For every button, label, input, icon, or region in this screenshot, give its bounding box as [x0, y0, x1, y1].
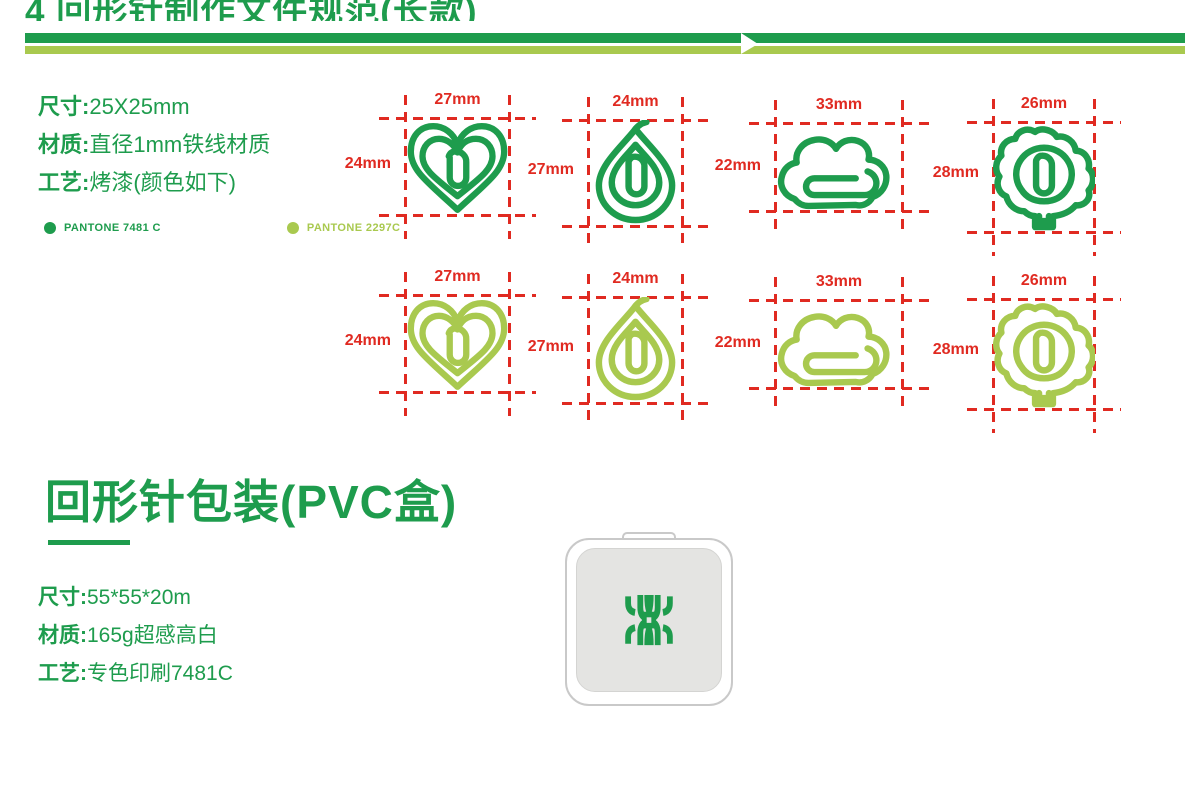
package-size-value: 55*55*20m — [87, 586, 191, 609]
dim-line — [379, 214, 536, 217]
pantone-7481c-swatch — [44, 222, 56, 234]
pantone-2297c-name: PANTONE 2297C — [306, 222, 401, 234]
header-divider-light — [25, 46, 1185, 54]
cloud-clip-cell-light: 33mm 22mm — [715, 273, 929, 412]
package-title-underline — [48, 540, 130, 545]
heart-height-label: 24mm — [344, 155, 391, 173]
pvc-box-illustration — [565, 532, 733, 706]
clip-spec-block: 尺寸:25X25mm 材质:直径1mm铁线材质 工艺:烤漆(颜色如下) — [38, 88, 270, 202]
dim-line — [562, 402, 709, 405]
heart-width-label: 27mm — [434, 268, 481, 285]
dim-line — [379, 391, 536, 394]
pantone-legend: PANTONE 7481 C PANTONE 2297C — [44, 222, 400, 234]
cloud-clip-cell-dark: 33mm 22mm — [715, 96, 929, 235]
dim-line — [992, 99, 995, 256]
clip-process-value: 烤漆(颜色如下) — [89, 170, 236, 195]
tree-clip-cell-dark: 26mm 28mm — [933, 95, 1121, 256]
pantone-7481c-name: PANTONE 7481 C — [64, 222, 161, 234]
cloud-width-label: 33mm — [815, 96, 863, 113]
forward-arrow-icon — [741, 33, 758, 54]
clip-process-line: 工艺:烤漆(颜色如下) — [38, 164, 270, 202]
clip-material-label: 材质: — [38, 132, 90, 157]
drop-height-label: 27mm — [527, 160, 574, 178]
clip-material-value: 直径1mm铁线材质 — [89, 132, 271, 157]
package-process-line: 工艺:专色印刷7481C — [38, 655, 233, 693]
heart-paperclip-icon — [405, 295, 510, 393]
dim-line — [967, 121, 1121, 124]
dim-line — [681, 274, 684, 427]
cloud-paperclip-icon — [775, 300, 903, 389]
dim-line — [404, 95, 407, 239]
dim-line — [562, 296, 709, 299]
drop-paperclip-icon — [588, 120, 683, 227]
tree-paperclip-icon — [993, 122, 1095, 233]
package-material-label: 材质: — [38, 624, 87, 647]
drop-width-label: 24mm — [612, 93, 659, 110]
heart-clip-cell-light: 27mm 24mm — [345, 268, 536, 416]
dim-line — [967, 298, 1121, 301]
package-process-label: 工艺: — [38, 662, 87, 685]
clip-process-label: 工艺: — [38, 170, 90, 195]
drop-clip-cell-dark: 24mm 27mm — [528, 93, 709, 250]
drop-clip-cell-light: 24mm 27mm — [528, 270, 709, 427]
tree-paperclip-icon — [993, 299, 1095, 410]
dim-line — [749, 210, 929, 213]
dim-line — [967, 408, 1121, 411]
dim-line — [901, 100, 904, 235]
dim-line — [508, 272, 511, 416]
clip-material-line: 材质:直径1mm铁线材质 — [38, 126, 270, 164]
dim-line — [774, 100, 777, 235]
drop-width-label: 24mm — [612, 270, 659, 287]
dim-line — [404, 272, 407, 416]
package-process-value: 专色印刷7481C — [87, 662, 233, 685]
package-section-title: 回形针包装(PVC盒) — [45, 476, 458, 528]
tree-width-label: 26mm — [1020, 95, 1068, 112]
drop-height-label: 27mm — [527, 337, 574, 355]
dim-line — [967, 231, 1121, 234]
dim-line — [587, 274, 590, 427]
cloud-paperclip-icon — [775, 123, 903, 212]
dim-line — [562, 119, 709, 122]
dim-line — [379, 117, 536, 120]
pantone-2297c-swatch — [286, 222, 299, 234]
tree-height-label: 28mm — [932, 341, 979, 359]
package-spec-block: 尺寸:55*55*20m 材质:165g超感高白 工艺:专色印刷7481C — [38, 579, 233, 693]
header-divider-dark — [25, 33, 1185, 43]
dim-line — [749, 299, 929, 302]
cloud-width-label: 33mm — [815, 273, 863, 290]
tree-clip-cell-light: 26mm 28mm — [933, 272, 1121, 433]
package-size-label: 尺寸: — [38, 586, 87, 609]
dim-line — [587, 97, 590, 250]
dim-line — [749, 387, 929, 390]
package-material-line: 材质:165g超感高白 — [38, 617, 233, 655]
dim-line — [992, 276, 995, 433]
tree-width-label: 26mm — [1020, 272, 1068, 289]
clip-size-label: 尺寸: — [38, 94, 90, 119]
clip-size-value: 25X25mm — [89, 94, 190, 119]
dim-line — [749, 122, 929, 125]
dim-line — [379, 294, 536, 297]
shenzhen-metro-logo-icon — [620, 588, 678, 652]
cloud-height-label: 22mm — [714, 333, 761, 351]
page-title: 4 回形针制作文件规范(长款) — [25, 0, 478, 21]
dim-line — [508, 95, 511, 239]
tree-height-label: 28mm — [932, 164, 979, 182]
dim-line — [901, 277, 904, 412]
dim-line — [681, 97, 684, 250]
page-title-clip: 4 回形针制作文件规范(长款) — [25, 0, 665, 21]
cloud-height-label: 22mm — [714, 156, 761, 174]
heart-height-label: 24mm — [344, 332, 391, 350]
dim-line — [774, 277, 777, 412]
clip-size-line: 尺寸:25X25mm — [38, 88, 270, 126]
heart-paperclip-icon — [405, 118, 510, 216]
drop-paperclip-icon — [588, 297, 683, 404]
heart-width-label: 27mm — [434, 91, 481, 108]
package-material-value: 165g超感高白 — [87, 624, 218, 647]
package-size-line: 尺寸:55*55*20m — [38, 579, 233, 617]
heart-clip-cell-dark: 27mm 24mm — [345, 91, 536, 239]
dim-line — [562, 225, 709, 228]
